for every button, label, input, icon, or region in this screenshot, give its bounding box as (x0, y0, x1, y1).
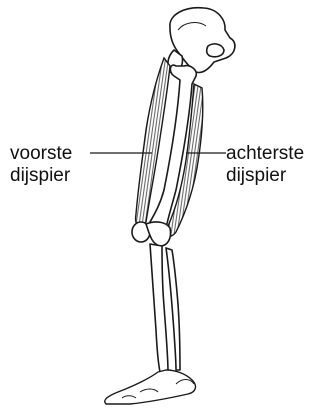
back-label-line2: dijspier (226, 165, 304, 187)
knee-joint (132, 222, 171, 246)
lower-leg-bones (150, 244, 180, 372)
front-label-line2: dijspier (10, 165, 72, 187)
front-thigh-muscle-label: voorste dijspier (10, 143, 72, 187)
back-thigh-muscle-label: achterste dijspier (226, 143, 304, 187)
front-label-line1: voorste (10, 143, 72, 165)
foot-bones (105, 370, 196, 404)
back-label-line1: achterste (226, 143, 304, 165)
